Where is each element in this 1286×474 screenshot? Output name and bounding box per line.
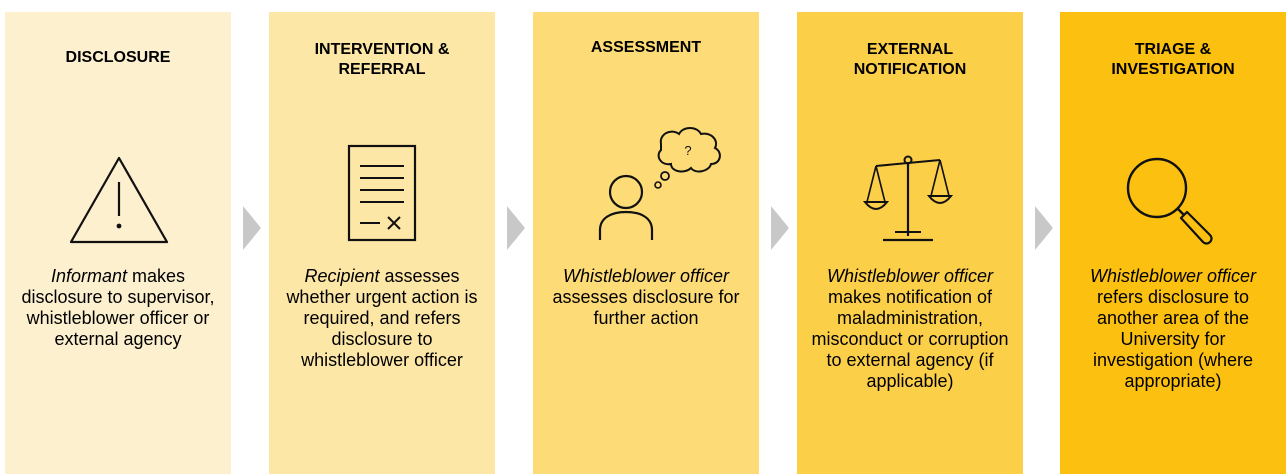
action-text: makes disclosure to supervisor, whistleb… [21,266,215,349]
svg-text:?: ? [684,143,691,158]
warning-triangle-icon [5,122,231,262]
document-icon [269,122,495,262]
stage-title: TRIAGE & INVESTIGATION [1111,41,1235,78]
stage-external-notification: EXTERNAL NOTIFICATION Whistleblower offi… [797,12,1023,474]
magnifier-icon [1060,122,1286,262]
stage-disclosure: DISCLOSURE Informant makes disclosure to… [5,12,231,474]
action-text: makes notification of maladministration,… [811,287,1009,391]
person-thinking-icon: ? [533,122,759,262]
actor: Whistleblower officer [826,266,994,286]
actor: Whistleblower officer [1089,266,1257,286]
action-text: assesses whether urgent action is requir… [286,266,478,370]
action-text: refers disclosure to another area of the… [1092,287,1254,391]
action-text: assesses disclosure for further action [552,287,740,328]
actor: Recipient [304,266,380,286]
chevron-right-icon [507,206,525,250]
chevron-right-icon [771,206,789,250]
stage-triage-investigation: TRIAGE & INVESTIGATION Whistleblower off… [1060,12,1286,474]
chevron-right-icon [1035,206,1053,250]
stage-description: Recipient assesses whether urgent action… [283,266,481,371]
scales-icon [797,122,1023,262]
actor: Informant [50,266,127,286]
stage-description: Informant makes disclosure to supervisor… [19,266,217,350]
stage-title: DISCLOSURE [65,49,171,66]
stage-description: Whistleblower officer makes notification… [811,266,1009,392]
stage-title: ASSESSMENT [590,39,702,56]
chevron-right-icon [243,206,261,250]
stage-title: INTERVENTION & REFERRAL [314,41,450,78]
actor: Whistleblower officer [562,266,730,286]
stage-title: EXTERNAL NOTIFICATION [853,41,967,78]
stage-description: Whistleblower officer assesses disclosur… [547,266,745,329]
stage-assessment: ASSESSMENT ? Whistleblower officer asses… [533,12,759,474]
stage-intervention-referral: INTERVENTION & REFERRAL Recipient assess… [269,12,495,474]
stage-description: Whistleblower officer refers disclosure … [1074,266,1272,392]
